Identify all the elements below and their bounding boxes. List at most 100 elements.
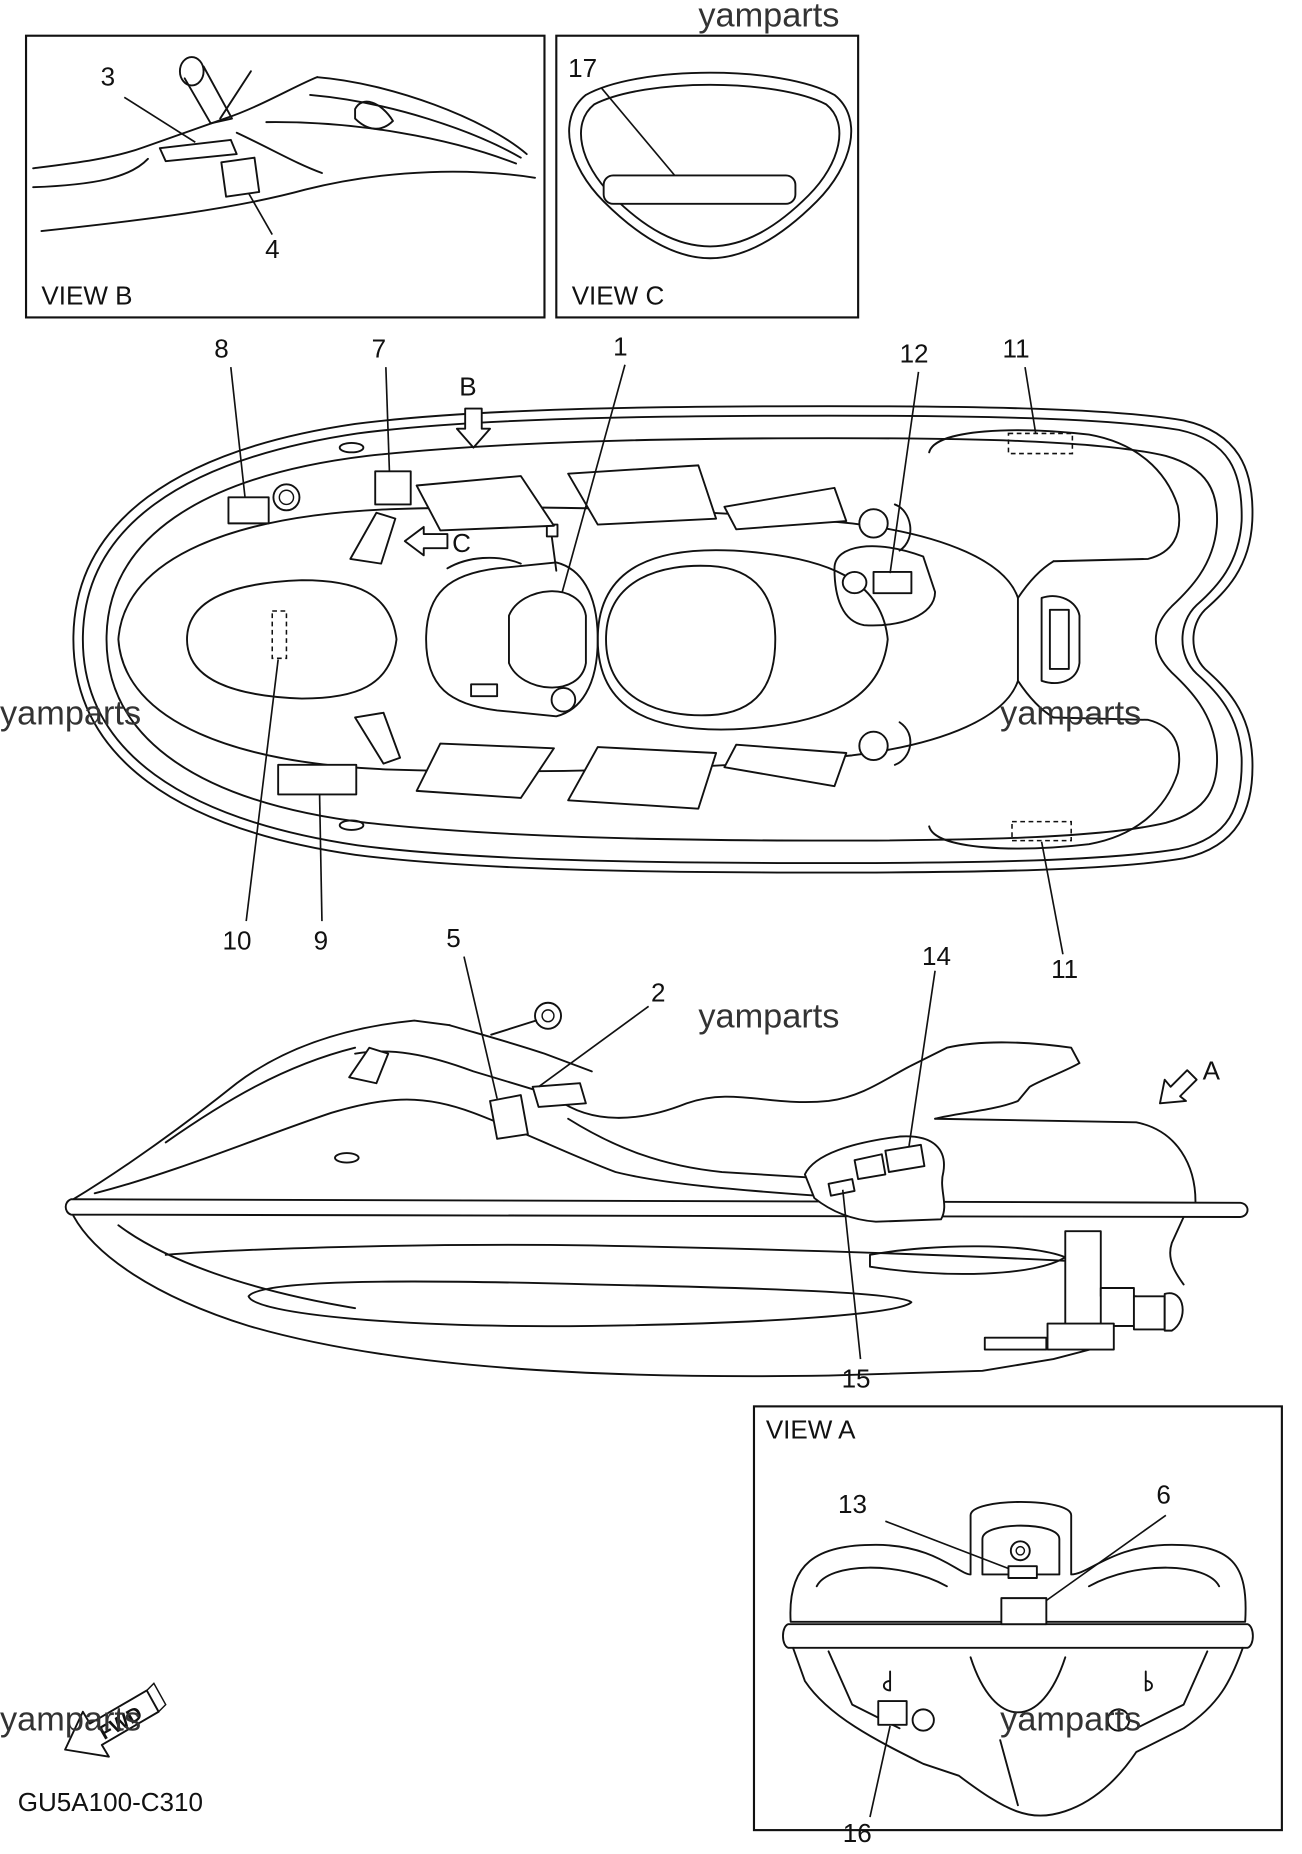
diagram-code: GU5A100-C310: [18, 1787, 203, 1817]
top-hull-rail: [81, 414, 1243, 865]
callout-11-lower: 11: [1051, 954, 1078, 984]
top-footwell-groove-6: [723, 743, 848, 788]
leader-line-3: [123, 96, 196, 143]
view-a-lower-hull: [792, 1646, 1244, 1817]
side-stern-box-1: [1099, 1287, 1135, 1327]
top-sticker-9: [277, 763, 358, 796]
view-b-title: VIEW B: [41, 280, 132, 310]
top-stern-platform-lower: [928, 716, 1181, 850]
side-deck-lower: [93, 1098, 818, 1197]
callout-15: 15: [842, 1363, 871, 1393]
top-jet-bracket: [1040, 595, 1081, 684]
view-c-title: VIEW C: [572, 280, 665, 310]
side-handlebar-knob: [534, 1001, 562, 1030]
top-bow-cleat: [272, 483, 301, 512]
callout-10: 10: [223, 925, 252, 955]
callout-5: 5: [446, 923, 460, 953]
view-a-nozzle: [969, 1656, 1067, 1714]
side-chine: [164, 1243, 1067, 1262]
top-inner-deck: [117, 506, 1019, 773]
side-cowl-top: [448, 1024, 593, 1073]
top-footwell-groove-3: [723, 486, 848, 531]
leader-line-8: [229, 367, 246, 498]
top-hull-outline: [72, 405, 1254, 874]
top-sticker-10: [271, 610, 288, 660]
callout-13: 13: [838, 1489, 867, 1519]
side-lower-hull: [72, 1214, 1114, 1378]
view-a-rub-rail: [782, 1623, 1254, 1649]
view-a-mark-left: [882, 1670, 892, 1692]
view-a-tow-eye-inner: [1015, 1545, 1026, 1556]
top-footwell-groove-5: [567, 746, 718, 810]
view-a-keel: [999, 1739, 1019, 1807]
side-deck-upper: [72, 1019, 451, 1201]
callout-8: 8: [214, 334, 228, 364]
side-seat: [555, 1041, 1081, 1120]
view-b-frame: [24, 34, 546, 319]
leader-line-17: [600, 87, 676, 176]
callout-12: 12: [900, 338, 929, 368]
top-seat: [605, 564, 777, 717]
top-rear-knob: [841, 570, 868, 595]
watermark-side-view: yamparts: [698, 998, 839, 1036]
view-a-sticker-16: [877, 1700, 908, 1726]
side-handlebar-knob-inner: [541, 1009, 555, 1023]
view-c-arrow-icon: [403, 525, 449, 557]
fwd-arrow-depth: [146, 1682, 167, 1713]
view-b-panel: 3 4 VIEW B: [24, 34, 546, 319]
leader-line-14: [908, 970, 936, 1147]
side-inner-hull: [117, 1224, 357, 1310]
callout-11-upper: 11: [1003, 334, 1030, 364]
view-a-drain-right: [1106, 1708, 1131, 1732]
view-b-top-sweep: [316, 76, 528, 156]
top-cowl-sweep: [446, 556, 522, 570]
side-seat-underside: [567, 1117, 818, 1179]
view-a-title: VIEW A: [766, 1414, 856, 1444]
leader-line-10: [245, 659, 279, 922]
view-c-gauge-outer: [568, 71, 853, 260]
view-b-side-line: [32, 157, 149, 189]
view-a-tow-eye: [1009, 1540, 1031, 1562]
view-a-arrow-label: A: [1203, 1056, 1221, 1086]
side-sticker-14b: [884, 1143, 926, 1173]
side-foothold: [348, 1046, 390, 1085]
view-c-frame: [555, 34, 860, 319]
view-c-sticker-17: [602, 174, 797, 205]
top-gunwale: [105, 437, 1219, 842]
leader-line-13: [885, 1520, 1009, 1570]
watermark-view-a: yamparts: [1000, 1701, 1141, 1739]
top-sticker-11-upper: [1007, 432, 1074, 455]
top-footwell-groove-2: [567, 464, 718, 526]
view-b-arrow-icon: [455, 407, 491, 449]
view-b-inner-line: [235, 131, 323, 174]
view-a-mark-right: [1144, 1670, 1153, 1692]
leader-line-11-upper: [1024, 367, 1037, 434]
top-bow-hatch: [186, 579, 398, 700]
view-b-arrow-label: B: [459, 372, 476, 402]
watermark-top: yamparts: [698, 0, 839, 34]
top-sticker-8: [227, 496, 270, 525]
leader-line-4: [247, 192, 273, 235]
side-jet-nozzle: [1163, 1292, 1184, 1332]
side-sticker-5: [489, 1094, 529, 1140]
view-b-handlebar-grip: [183, 65, 233, 125]
side-hull-oval: [247, 1280, 913, 1328]
leader-line-5: [463, 956, 498, 1099]
view-a-panel: VIEW A 13 6 16: [752, 1405, 1283, 1848]
leader-line-6: [1045, 1514, 1167, 1602]
fwd-arrow-icon: [64, 1689, 160, 1758]
callout-17: 17: [568, 53, 597, 83]
side-stern-box-2: [1132, 1295, 1166, 1331]
view-a-hull-inner-right: [1135, 1650, 1209, 1730]
top-rear-console: [833, 545, 937, 627]
side-vent: [334, 1152, 360, 1164]
leader-line-7: [385, 367, 391, 472]
side-sticker-14a: [853, 1153, 887, 1181]
view-b-handlebar-knob: [178, 56, 205, 87]
top-stern-platform-upper: [928, 429, 1181, 563]
view-b-deck-line: [32, 76, 319, 170]
leader-line-2: [538, 1005, 650, 1088]
side-bow-inner: [164, 1046, 357, 1144]
side-bottom-plate-2: [1046, 1322, 1115, 1351]
top-fuel-filler-rect: [470, 683, 499, 698]
